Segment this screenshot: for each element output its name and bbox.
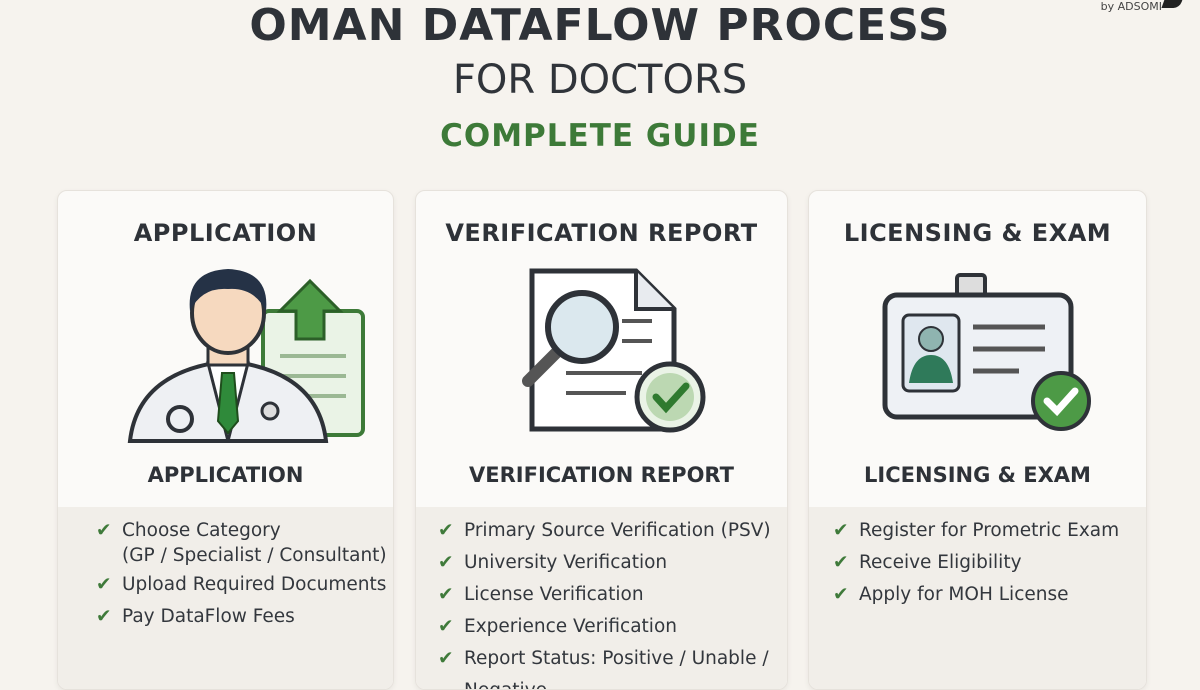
list-item: ✔Choose Category(GP / Specialist / Consu…: [96, 515, 393, 569]
list-item: ✔University Verification: [438, 547, 787, 579]
card-subheading: APPLICATION: [147, 463, 304, 487]
list-item: ✔License Verification: [438, 579, 787, 611]
list-item: ✔Experience Verification: [438, 611, 787, 643]
list-item: ✔Report Status: Positive / Unable /: [438, 643, 787, 675]
doctor-with-document-upload-icon: [127, 269, 365, 443]
list-item: ✔Apply for MOH License: [833, 579, 1146, 611]
title-line-2: FOR DOCTORS: [452, 57, 748, 103]
check-icon: ✔: [438, 552, 454, 573]
checklist: ✔Register for Prometric Exam ✔Receive El…: [809, 507, 1146, 689]
check-icon: ✔: [438, 520, 454, 541]
check-icon: ✔: [96, 574, 112, 595]
checklist: ✔Choose Category(GP / Specialist / Consu…: [58, 507, 393, 689]
card-heading: VERIFICATION REPORT: [445, 219, 758, 247]
list-item: ✔Pay DataFlow Fees: [96, 601, 393, 633]
check-icon: ✔: [833, 520, 849, 541]
id-badge-check-icon: [882, 273, 1091, 431]
subtitle: COMPLETE GUIDE: [440, 118, 760, 154]
list-item: ✔Upload Required Documents: [96, 569, 393, 601]
list-item: ✔Primary Source Verification (PSV): [438, 515, 787, 547]
check-icon: ✔: [438, 648, 454, 669]
check-icon: ✔: [96, 520, 112, 541]
list-item: ✔Receive Eligibility: [833, 547, 1146, 579]
check-icon: ✔: [96, 606, 112, 627]
title-line-1: OMAN DATAFLOW PROCESS: [249, 0, 951, 51]
checklist: ✔Primary Source Verification (PSV) ✔Univ…: [416, 507, 787, 689]
document-magnifier-check-icon: [522, 268, 706, 433]
check-icon: ✔: [438, 584, 454, 605]
list-item-continued: Negative: [438, 675, 787, 689]
check-icon: ✔: [438, 616, 454, 637]
card-application: APPLICATION APPLICATION ✔Choose Category…: [57, 190, 394, 690]
check-icon: ✔: [833, 584, 849, 605]
card-subheading: VERIFICATION REPORT: [469, 463, 734, 487]
card-licensing-exam: LICENSING & EXAM LICENSING & EXAM ✔Regis…: [808, 190, 1147, 690]
card-heading: APPLICATION: [133, 219, 318, 247]
card-heading: LICENSING & EXAM: [843, 219, 1112, 247]
card-subheading: LICENSING & EXAM: [864, 463, 1091, 487]
card-verification-report: VERIFICATION REPORT VERIFICATION REPORT …: [415, 190, 788, 690]
check-icon: ✔: [833, 552, 849, 573]
list-item: ✔Register for Prometric Exam: [833, 515, 1146, 547]
